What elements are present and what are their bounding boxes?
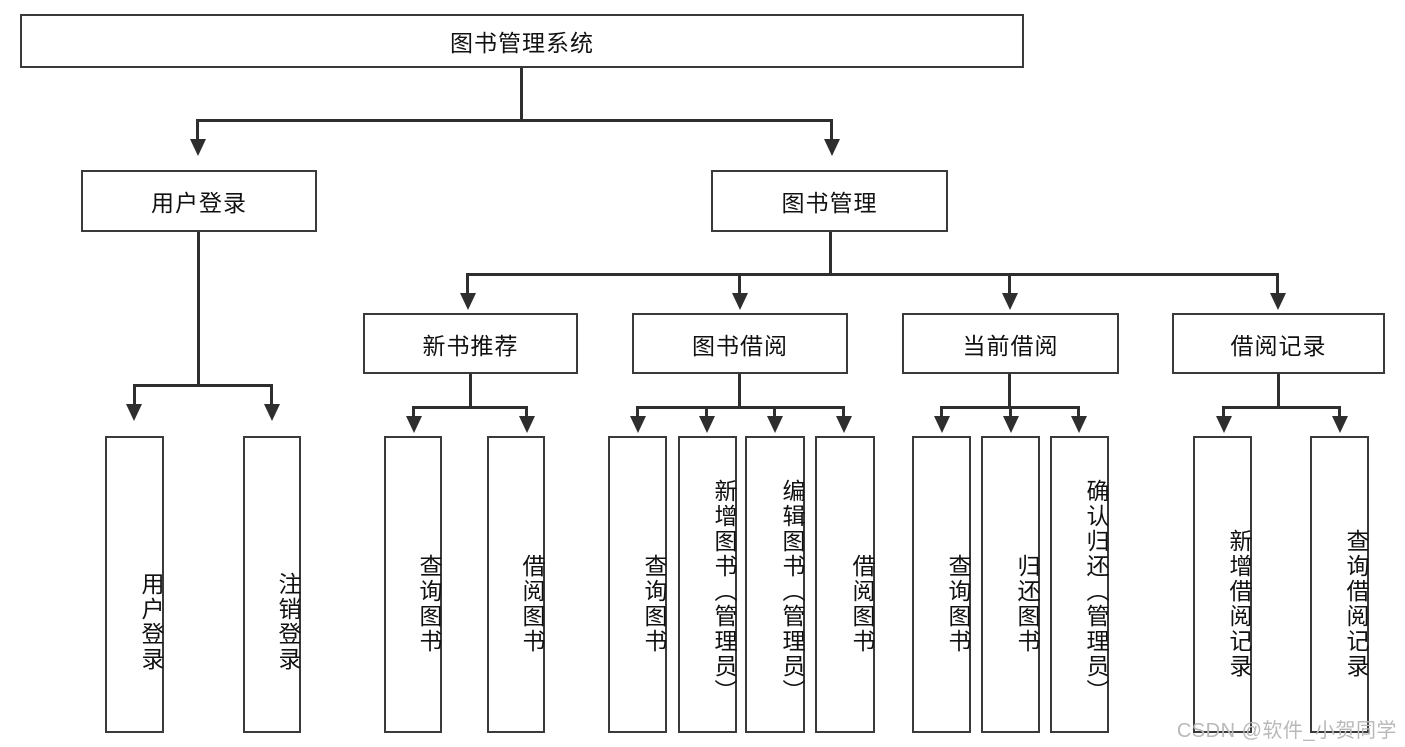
node-leaf-return-book[interactable]: 归还图书 (981, 436, 1040, 733)
node-borrow-record[interactable]: 借阅记录 (1172, 313, 1385, 374)
connector-root-stem (520, 68, 523, 121)
connector-book-manage-bus (466, 273, 1278, 276)
arrow-to-new-book-rec (460, 293, 476, 310)
connector-bb-drop-2 (705, 406, 708, 418)
node-borrow-record-label: 借阅记录 (1230, 332, 1327, 359)
leaf-add-record-label: 新增借阅记录 (1226, 528, 1252, 679)
node-leaf-query-book-2[interactable]: 查询图书 (608, 436, 667, 733)
node-leaf-borrow-book-1[interactable]: 借阅图书 (487, 436, 545, 733)
node-leaf-query-book-1[interactable]: 查询图书 (384, 436, 442, 733)
connector-root-to-user-login (196, 119, 199, 141)
connector-br-drop-2 (1338, 406, 1341, 418)
connector-bb-stem (738, 374, 741, 408)
leaf-query-record-label: 查询借阅记录 (1343, 528, 1369, 679)
arrow-root-to-user-login (190, 139, 206, 156)
node-leaf-borrow-book-2[interactable]: 借阅图书 (815, 436, 875, 733)
node-current-borrow[interactable]: 当前借阅 (902, 313, 1119, 374)
connector-bb-bus (636, 406, 845, 409)
leaf-logout-label: 注销登录 (275, 571, 301, 672)
arrow-to-leaf-query-book-2 (630, 416, 646, 433)
leaf-borrow-book-1-label: 借阅图书 (519, 553, 545, 654)
arrow-to-book-borrow (732, 293, 748, 310)
leaf-return-book-label: 归还图书 (1014, 553, 1040, 654)
connector-nbr-stem (469, 374, 472, 408)
connector-nbr-drop-2 (525, 406, 528, 418)
connector-bb-drop-3 (773, 406, 776, 418)
connector-nbr-bus (412, 406, 528, 409)
connector-cb-drop-2 (1009, 406, 1012, 418)
node-leaf-user-login[interactable]: 用户登录 (105, 436, 164, 733)
node-root-label: 图书管理系统 (450, 30, 594, 56)
node-leaf-add-record[interactable]: 新增借阅记录 (1193, 436, 1252, 733)
node-user-login[interactable]: 用户登录 (81, 170, 317, 232)
connector-bm-drop-2 (738, 273, 741, 295)
node-new-book-rec-label: 新书推荐 (422, 332, 519, 359)
arrow-to-leaf-borrow-book-2 (836, 416, 852, 433)
arrow-to-leaf-add-record (1216, 416, 1232, 433)
connector-user-login-drop-2 (270, 384, 273, 406)
connector-br-stem (1277, 374, 1280, 408)
connector-user-login-drop-1 (133, 384, 136, 406)
node-leaf-logout[interactable]: 注销登录 (243, 436, 301, 733)
node-current-borrow-label: 当前借阅 (962, 332, 1059, 359)
arrow-to-borrow-record (1270, 293, 1286, 310)
arrow-to-leaf-query-book-1 (406, 416, 422, 433)
node-leaf-query-book-3[interactable]: 查询图书 (912, 436, 971, 733)
leaf-query-book-1-label: 查询图书 (416, 553, 442, 654)
connector-cb-drop-1 (940, 406, 943, 418)
leaf-user-login-label: 用户登录 (138, 571, 164, 672)
node-book-borrow-label: 图书借阅 (692, 332, 788, 359)
connector-user-login-bus (133, 384, 273, 387)
connector-br-bus (1222, 406, 1341, 409)
connector-bm-drop-3 (1008, 273, 1011, 295)
arrow-to-leaf-user-login (126, 404, 142, 421)
connector-root-to-book-manage (830, 119, 833, 141)
node-user-login-label: 用户登录 (151, 190, 247, 216)
arrow-to-leaf-query-book-3 (934, 416, 950, 433)
connector-user-login-stem (197, 232, 200, 386)
connector-nbr-drop-1 (412, 406, 415, 418)
node-book-borrow[interactable]: 图书借阅 (632, 313, 848, 374)
arrow-to-leaf-logout (264, 404, 280, 421)
node-leaf-edit-book[interactable]: 编辑图书（管理员） (745, 436, 805, 733)
leaf-edit-book-label: 编辑图书（管理员） (779, 479, 805, 704)
leaf-add-book-label: 新增图书（管理员） (711, 479, 737, 704)
arrow-to-leaf-borrow-book-1 (519, 416, 535, 433)
arrow-to-current-borrow (1002, 293, 1018, 310)
connector-bb-drop-4 (842, 406, 845, 418)
connector-bm-drop-4 (1276, 273, 1279, 295)
connector-cb-stem (1008, 374, 1011, 408)
connector-cb-drop-3 (1077, 406, 1080, 418)
node-leaf-add-book[interactable]: 新增图书（管理员） (678, 436, 737, 733)
connector-br-drop-1 (1222, 406, 1225, 418)
arrow-root-to-book-manage (824, 139, 840, 156)
node-root[interactable]: 图书管理系统 (20, 14, 1024, 68)
node-new-book-rec[interactable]: 新书推荐 (363, 313, 578, 374)
leaf-query-book-2-label: 查询图书 (641, 553, 667, 654)
leaf-borrow-book-2-label: 借阅图书 (849, 553, 875, 654)
leaf-query-book-3-label: 查询图书 (945, 553, 971, 654)
leaf-confirm-return-label: 确认归还（管理员） (1083, 479, 1109, 704)
arrow-to-leaf-query-record (1332, 416, 1348, 433)
connector-book-manage-stem (829, 232, 832, 275)
node-leaf-confirm-return[interactable]: 确认归还（管理员） (1050, 436, 1109, 733)
connector-bm-drop-1 (466, 273, 469, 295)
csdn-watermark: CSDN @软件_小贺同学 (1176, 720, 1397, 742)
node-leaf-query-record[interactable]: 查询借阅记录 (1310, 436, 1369, 733)
connector-bb-drop-1 (636, 406, 639, 418)
connector-root-bus (196, 119, 833, 122)
arrow-to-leaf-add-book (699, 416, 715, 433)
arrow-to-leaf-return-book (1003, 416, 1019, 433)
arrow-to-leaf-confirm-return (1071, 416, 1087, 433)
arrow-to-leaf-edit-book (767, 416, 783, 433)
node-book-manage[interactable]: 图书管理 (711, 170, 948, 232)
node-book-manage-label: 图书管理 (781, 190, 878, 216)
